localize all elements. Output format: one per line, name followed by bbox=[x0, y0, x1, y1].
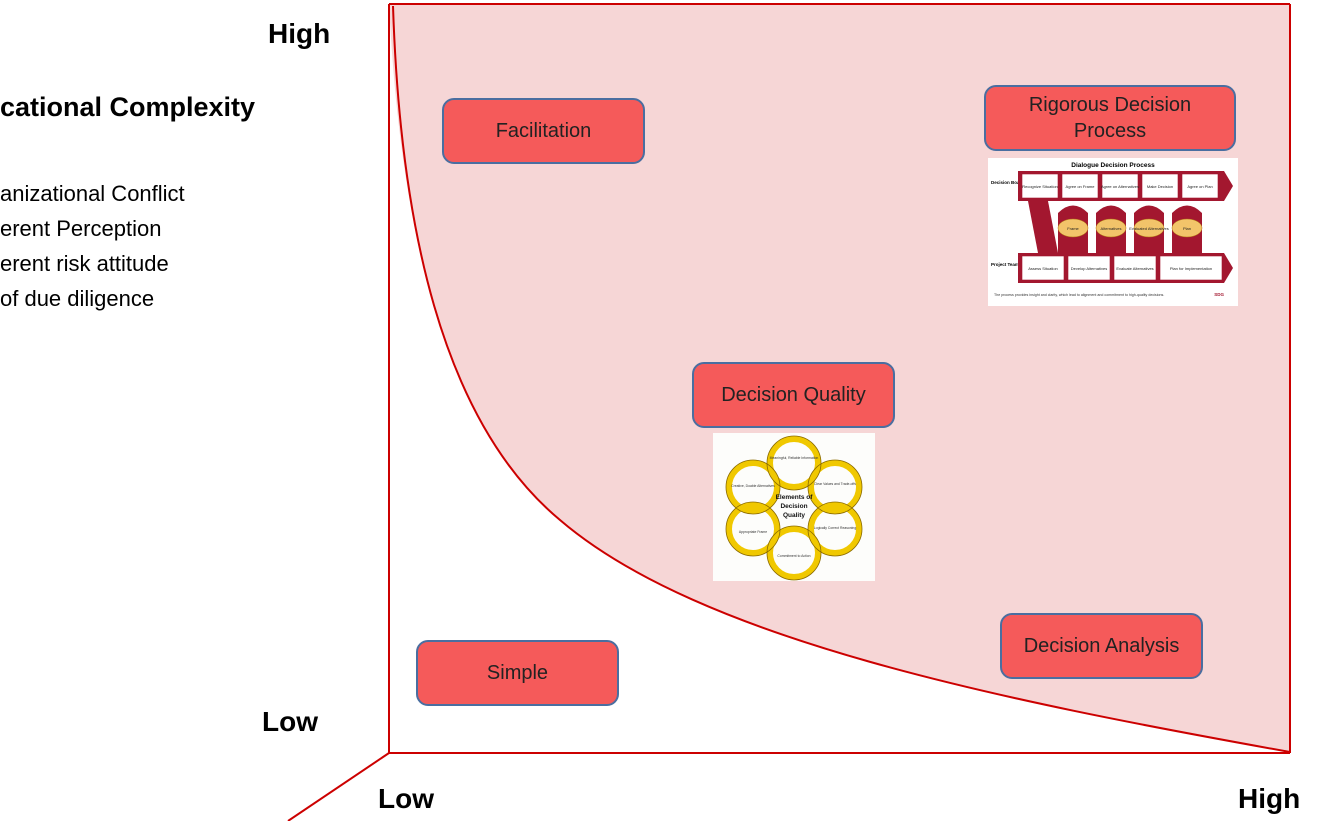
quality-center-line: Elements of bbox=[776, 494, 814, 501]
ddp-row-board: Decision Board bbox=[991, 180, 1024, 185]
x-axis-low-label: Low bbox=[378, 783, 434, 814]
ddp-team-step: Evaluate Alternatives bbox=[1116, 266, 1153, 271]
decision-quality-rings-image: Elements of Decision Quality Meaningful,… bbox=[713, 433, 875, 581]
facilitation-box: Facilitation bbox=[442, 98, 645, 164]
ddp-board-step: Recognize Situation bbox=[1022, 184, 1058, 189]
ddp-board-step: Agree on Plan bbox=[1187, 184, 1212, 189]
decision-analysis-box: Decision Analysis bbox=[1000, 613, 1203, 679]
y-axis-high-label: High bbox=[268, 18, 331, 49]
dialogue-decision-process-image: Dialogue Decision Process Decision Board… bbox=[988, 158, 1238, 306]
y-axis-title: cational Complexity bbox=[0, 92, 256, 122]
factor-item: of due diligence bbox=[0, 286, 155, 311]
ddp-board-step: Agree on Frame bbox=[1066, 184, 1096, 189]
complexity-factor-list: anizational Conflict erent Perception er… bbox=[0, 176, 185, 316]
simple-box: Simple bbox=[416, 640, 619, 706]
quality-ring-label: Clear Values and Trade-offs bbox=[814, 482, 856, 486]
quality-center-line: Quality bbox=[783, 512, 805, 519]
ddp-oval: Evaluated Alternatives bbox=[1129, 226, 1169, 231]
boundary-curve bbox=[392, 5, 1291, 753]
decision-quality-box: Decision Quality bbox=[692, 362, 895, 428]
ddp-oval: Alternatives bbox=[1101, 226, 1122, 231]
x-axis-high-label: High bbox=[1238, 783, 1301, 814]
depth-axis bbox=[287, 752, 390, 821]
ddp-logo: SDG bbox=[1214, 292, 1224, 297]
quality-ring-label: Commitment to Action bbox=[777, 554, 810, 558]
ddp-title: Dialogue Decision Process bbox=[1071, 162, 1155, 169]
rigorous-decision-process-box: Rigorous Decision Process bbox=[984, 85, 1236, 151]
y-axis-low-label: Low bbox=[262, 706, 318, 737]
ddp-team-step: Plan for Implementation bbox=[1170, 266, 1212, 271]
quality-ring-label: Logically Correct Reasoning bbox=[814, 526, 857, 530]
factor-item: erent risk attitude bbox=[0, 251, 169, 276]
ddp-board-step: Make Decision bbox=[1147, 184, 1173, 189]
ddp-oval: Plan bbox=[1183, 226, 1191, 231]
ddp-row-team: Project Team bbox=[991, 262, 1019, 267]
quality-ring-label: Creative, Doable Alternatives bbox=[731, 484, 775, 488]
ddp-team-step: Develop Alternatives bbox=[1071, 266, 1107, 271]
quality-ring-label: Appropriate Frame bbox=[739, 530, 767, 534]
ddp-board-step: Agree on Alternatives bbox=[1101, 184, 1139, 189]
factor-item: erent Perception bbox=[0, 216, 162, 241]
ddp-caption: The process provides insight and clarity… bbox=[994, 293, 1164, 297]
quality-center-line: Decision bbox=[780, 503, 807, 510]
ddp-oval: Frame bbox=[1067, 226, 1079, 231]
ddp-team-step: Assess Situation bbox=[1028, 266, 1058, 271]
factor-item: anizational Conflict bbox=[0, 181, 185, 206]
quality-ring-label: Meaningful, Reliable Information bbox=[770, 456, 819, 460]
